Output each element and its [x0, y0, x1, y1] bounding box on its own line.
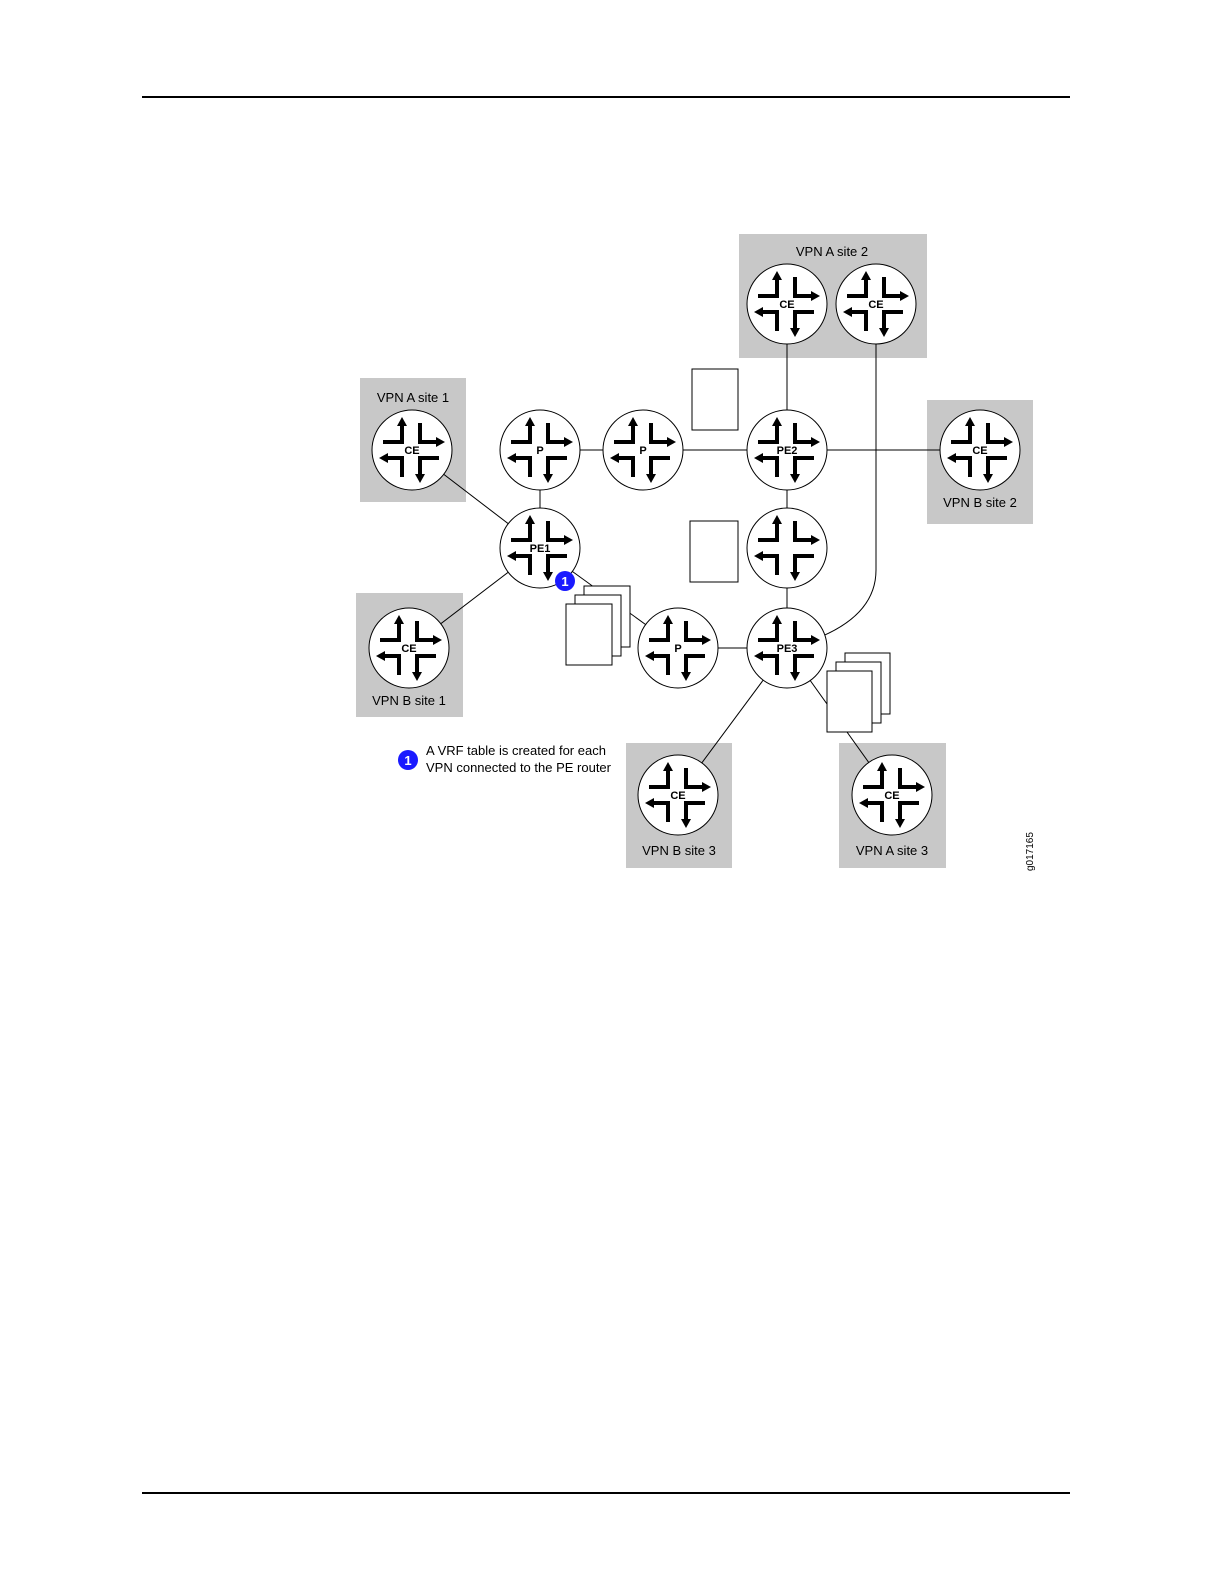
callout-marker-1: 1	[555, 571, 575, 591]
router-label: CE	[779, 299, 794, 311]
router-label: P	[536, 445, 543, 457]
router-label: CE	[884, 790, 899, 802]
figure-id: g017165	[1025, 832, 1036, 871]
legend-line-2: VPN connected to the PE router	[426, 760, 612, 775]
site-label-vpn-a-site-3: VPN A site 3	[856, 843, 928, 858]
svg-text:1: 1	[561, 574, 568, 589]
table-doc-pe2	[692, 369, 738, 430]
router-label: CE	[404, 445, 419, 457]
router-label: CE	[670, 790, 685, 802]
router-pe3[interactable]: PE3	[747, 608, 827, 688]
legend: 1 A VRF table is created for each VPN co…	[398, 743, 612, 775]
router-ce-vpn-a-site-3[interactable]: CE	[852, 755, 932, 835]
router-label: CE	[972, 445, 987, 457]
table-doc-middle	[690, 521, 738, 582]
router-p-1[interactable]: P	[500, 410, 580, 490]
router-label: P	[639, 445, 646, 457]
legend-marker-text: 1	[404, 753, 411, 768]
router-ce-vpn-a-site-2-left[interactable]: CE	[747, 264, 827, 344]
router-label: PE3	[777, 643, 798, 655]
router-label: PE2	[777, 445, 798, 457]
router-ce-vpn-a-site-2-right[interactable]: CE	[836, 264, 916, 344]
legend-line-1: A VRF table is created for each	[426, 743, 606, 758]
vrf-table-stack-pe3	[827, 653, 890, 732]
router-unlabeled[interactable]	[747, 508, 827, 588]
router-ce-vpn-a-site-1[interactable]: CE	[372, 410, 452, 490]
site-label-vpn-a-site-1: VPN A site 1	[377, 390, 449, 405]
site-label-vpn-b-site-3: VPN B site 3	[642, 843, 716, 858]
router-pe2[interactable]: PE2	[747, 410, 827, 490]
site-label-vpn-a-site-2: VPN A site 2	[796, 244, 868, 259]
router-p-3[interactable]: P	[638, 608, 718, 688]
router-ce-vpn-b-site-1[interactable]: CE	[369, 608, 449, 688]
router-label: CE	[401, 643, 416, 655]
router-label: PE1	[530, 543, 551, 555]
router-p-2[interactable]: P	[603, 410, 683, 490]
router-label: CE	[868, 299, 883, 311]
site-label-vpn-b-site-1: VPN B site 1	[372, 693, 446, 708]
site-label-vpn-b-site-2: VPN B site 2	[943, 495, 1017, 510]
router-label: P	[674, 643, 681, 655]
vrf-table-stack-pe1	[566, 586, 630, 665]
router-ce-vpn-b-site-2[interactable]: CE	[940, 410, 1020, 490]
router-ce-vpn-b-site-3[interactable]: CE	[638, 755, 718, 835]
